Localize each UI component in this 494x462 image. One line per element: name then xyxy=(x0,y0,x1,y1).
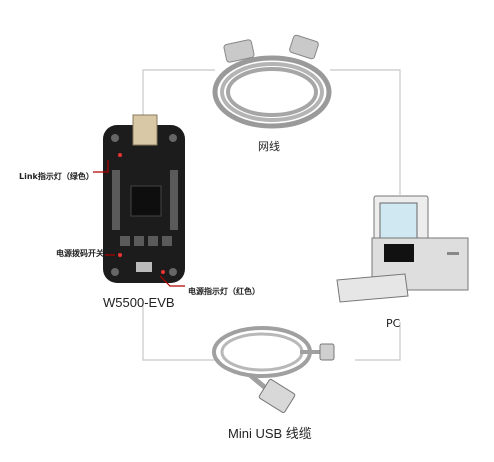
desktop-computer-icon xyxy=(336,195,469,303)
network-cable-label: 网线 xyxy=(258,140,280,153)
connection-lines xyxy=(142,69,401,361)
pointer-lines xyxy=(93,160,185,287)
power-switch-label: 电源拨码开关 xyxy=(56,249,104,258)
board-name-label: W5500-EVB xyxy=(103,295,175,310)
link-led-label: Link指示灯（绿色） xyxy=(19,172,94,181)
power-led-label: 电源指示灯（红色） xyxy=(188,287,260,296)
usb-cable-label: Mini USB 线缆 xyxy=(228,426,312,441)
evb-board-icon xyxy=(103,114,185,283)
ethernet-cable-icon xyxy=(212,34,332,129)
pc-label: PC xyxy=(386,317,401,330)
usb-cable-icon xyxy=(212,326,335,414)
